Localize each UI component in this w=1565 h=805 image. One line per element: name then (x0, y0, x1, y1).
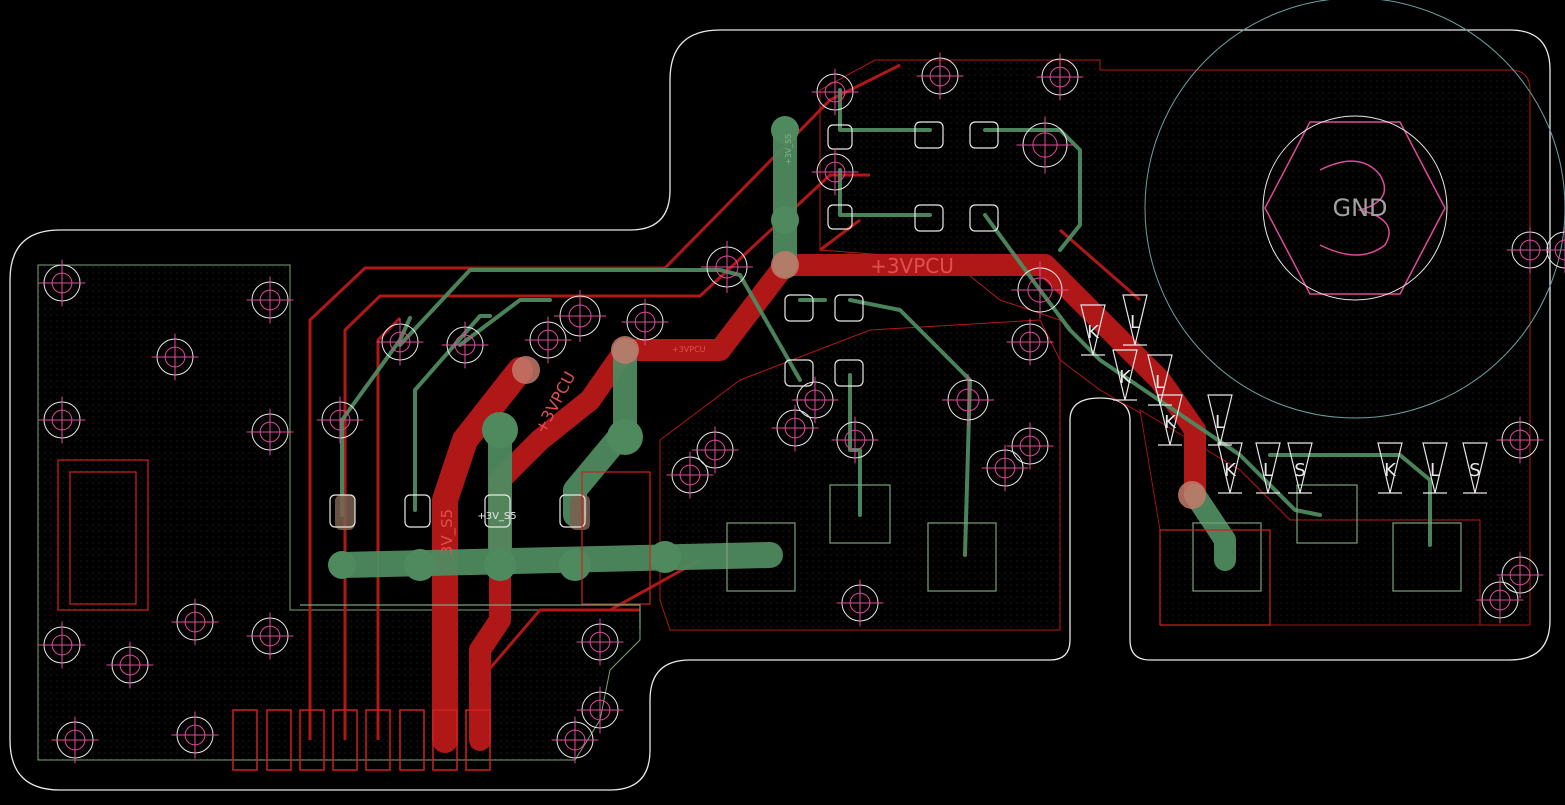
crosshair (316, 396, 364, 444)
crosshair (771, 404, 819, 452)
smd-pads (329, 121, 1462, 592)
crosshair (106, 641, 154, 689)
crosshair (441, 321, 489, 369)
crosshair (551, 716, 599, 764)
edge-connector-fingers (232, 709, 491, 771)
crosshair (38, 259, 86, 307)
diode-symbol (1217, 442, 1243, 494)
crosshair (1036, 53, 1084, 101)
crosshair (171, 598, 219, 646)
net-label-small-1: +3VPCU (672, 345, 706, 354)
diode-mark-label: L (1130, 312, 1140, 333)
crosshair (621, 298, 669, 346)
power-traces-top (432, 254, 1206, 753)
crosshair (38, 396, 86, 444)
crosshair (691, 426, 739, 474)
diode-mark-label: K (1224, 460, 1237, 481)
crosshair (836, 579, 884, 627)
crosshair (831, 416, 879, 464)
crosshair (811, 68, 859, 116)
crosshair (524, 316, 572, 364)
crosshair (1496, 551, 1544, 599)
crosshair (51, 716, 99, 764)
diode-mark-label: L (1155, 372, 1165, 393)
diode-symbol (1422, 442, 1448, 494)
net-label-small-2: +3V_S5 (784, 134, 793, 165)
crosshair (1011, 261, 1069, 319)
diode-mark-label: K (1384, 460, 1397, 481)
gnd-mount-hole (1144, 0, 1565, 419)
crosshair (38, 621, 86, 669)
diode-symbol (1287, 442, 1313, 494)
crosshair (942, 374, 994, 426)
diode-symbol (1255, 442, 1281, 494)
crosshair (576, 618, 624, 666)
crosshair (554, 290, 606, 342)
diode-symbol (1157, 394, 1183, 446)
crosshair (811, 148, 859, 196)
crosshair (701, 241, 753, 293)
crosshair (576, 686, 624, 734)
diode-mark-label: S (1469, 460, 1480, 481)
crosshair (246, 612, 294, 660)
diode-mark-label: L (1215, 412, 1225, 433)
diode-symbol (1207, 394, 1233, 446)
silk-outlines (57, 459, 1271, 630)
crosshair (981, 444, 1029, 492)
diode-symbol (1462, 442, 1488, 494)
board-outline (9, 29, 1551, 791)
crosshair (666, 451, 714, 499)
pad-crosshairs (38, 52, 1565, 764)
gnd-label: GND (1332, 194, 1387, 222)
diode-symbol (1377, 442, 1403, 494)
diode-symbol (1122, 294, 1148, 346)
top-pads (335, 251, 1206, 530)
crosshair (791, 376, 839, 424)
net-label-3vpcu: +3VPCU (870, 254, 954, 278)
crosshair (1496, 416, 1544, 464)
crosshair (376, 318, 424, 366)
crosshair (246, 408, 294, 456)
diode-mark-label: L (1430, 460, 1440, 481)
crosshair (1541, 226, 1565, 274)
crosshair (1006, 318, 1054, 366)
diode-mark-label: K (1087, 322, 1100, 343)
green-pads (328, 116, 799, 581)
crosshair (1016, 116, 1074, 174)
crosshair (246, 276, 294, 324)
crosshair (151, 333, 199, 381)
diode-mark-label: K (1119, 367, 1132, 388)
net-label-3v-s5-a: 3V_S5 (438, 509, 457, 555)
diode-mark-label: L (1263, 460, 1273, 481)
net-label-3v-s5-b: +3V_S5 (477, 511, 516, 522)
diode-mark-label: S (1294, 460, 1305, 481)
diode-symbol (1080, 304, 1106, 356)
diode-symbol (1112, 349, 1138, 401)
crosshair (1476, 576, 1524, 624)
diode-mark-label: K (1164, 412, 1177, 433)
crosshair (1006, 422, 1054, 470)
crosshair (171, 711, 219, 759)
crosshair (916, 52, 964, 100)
